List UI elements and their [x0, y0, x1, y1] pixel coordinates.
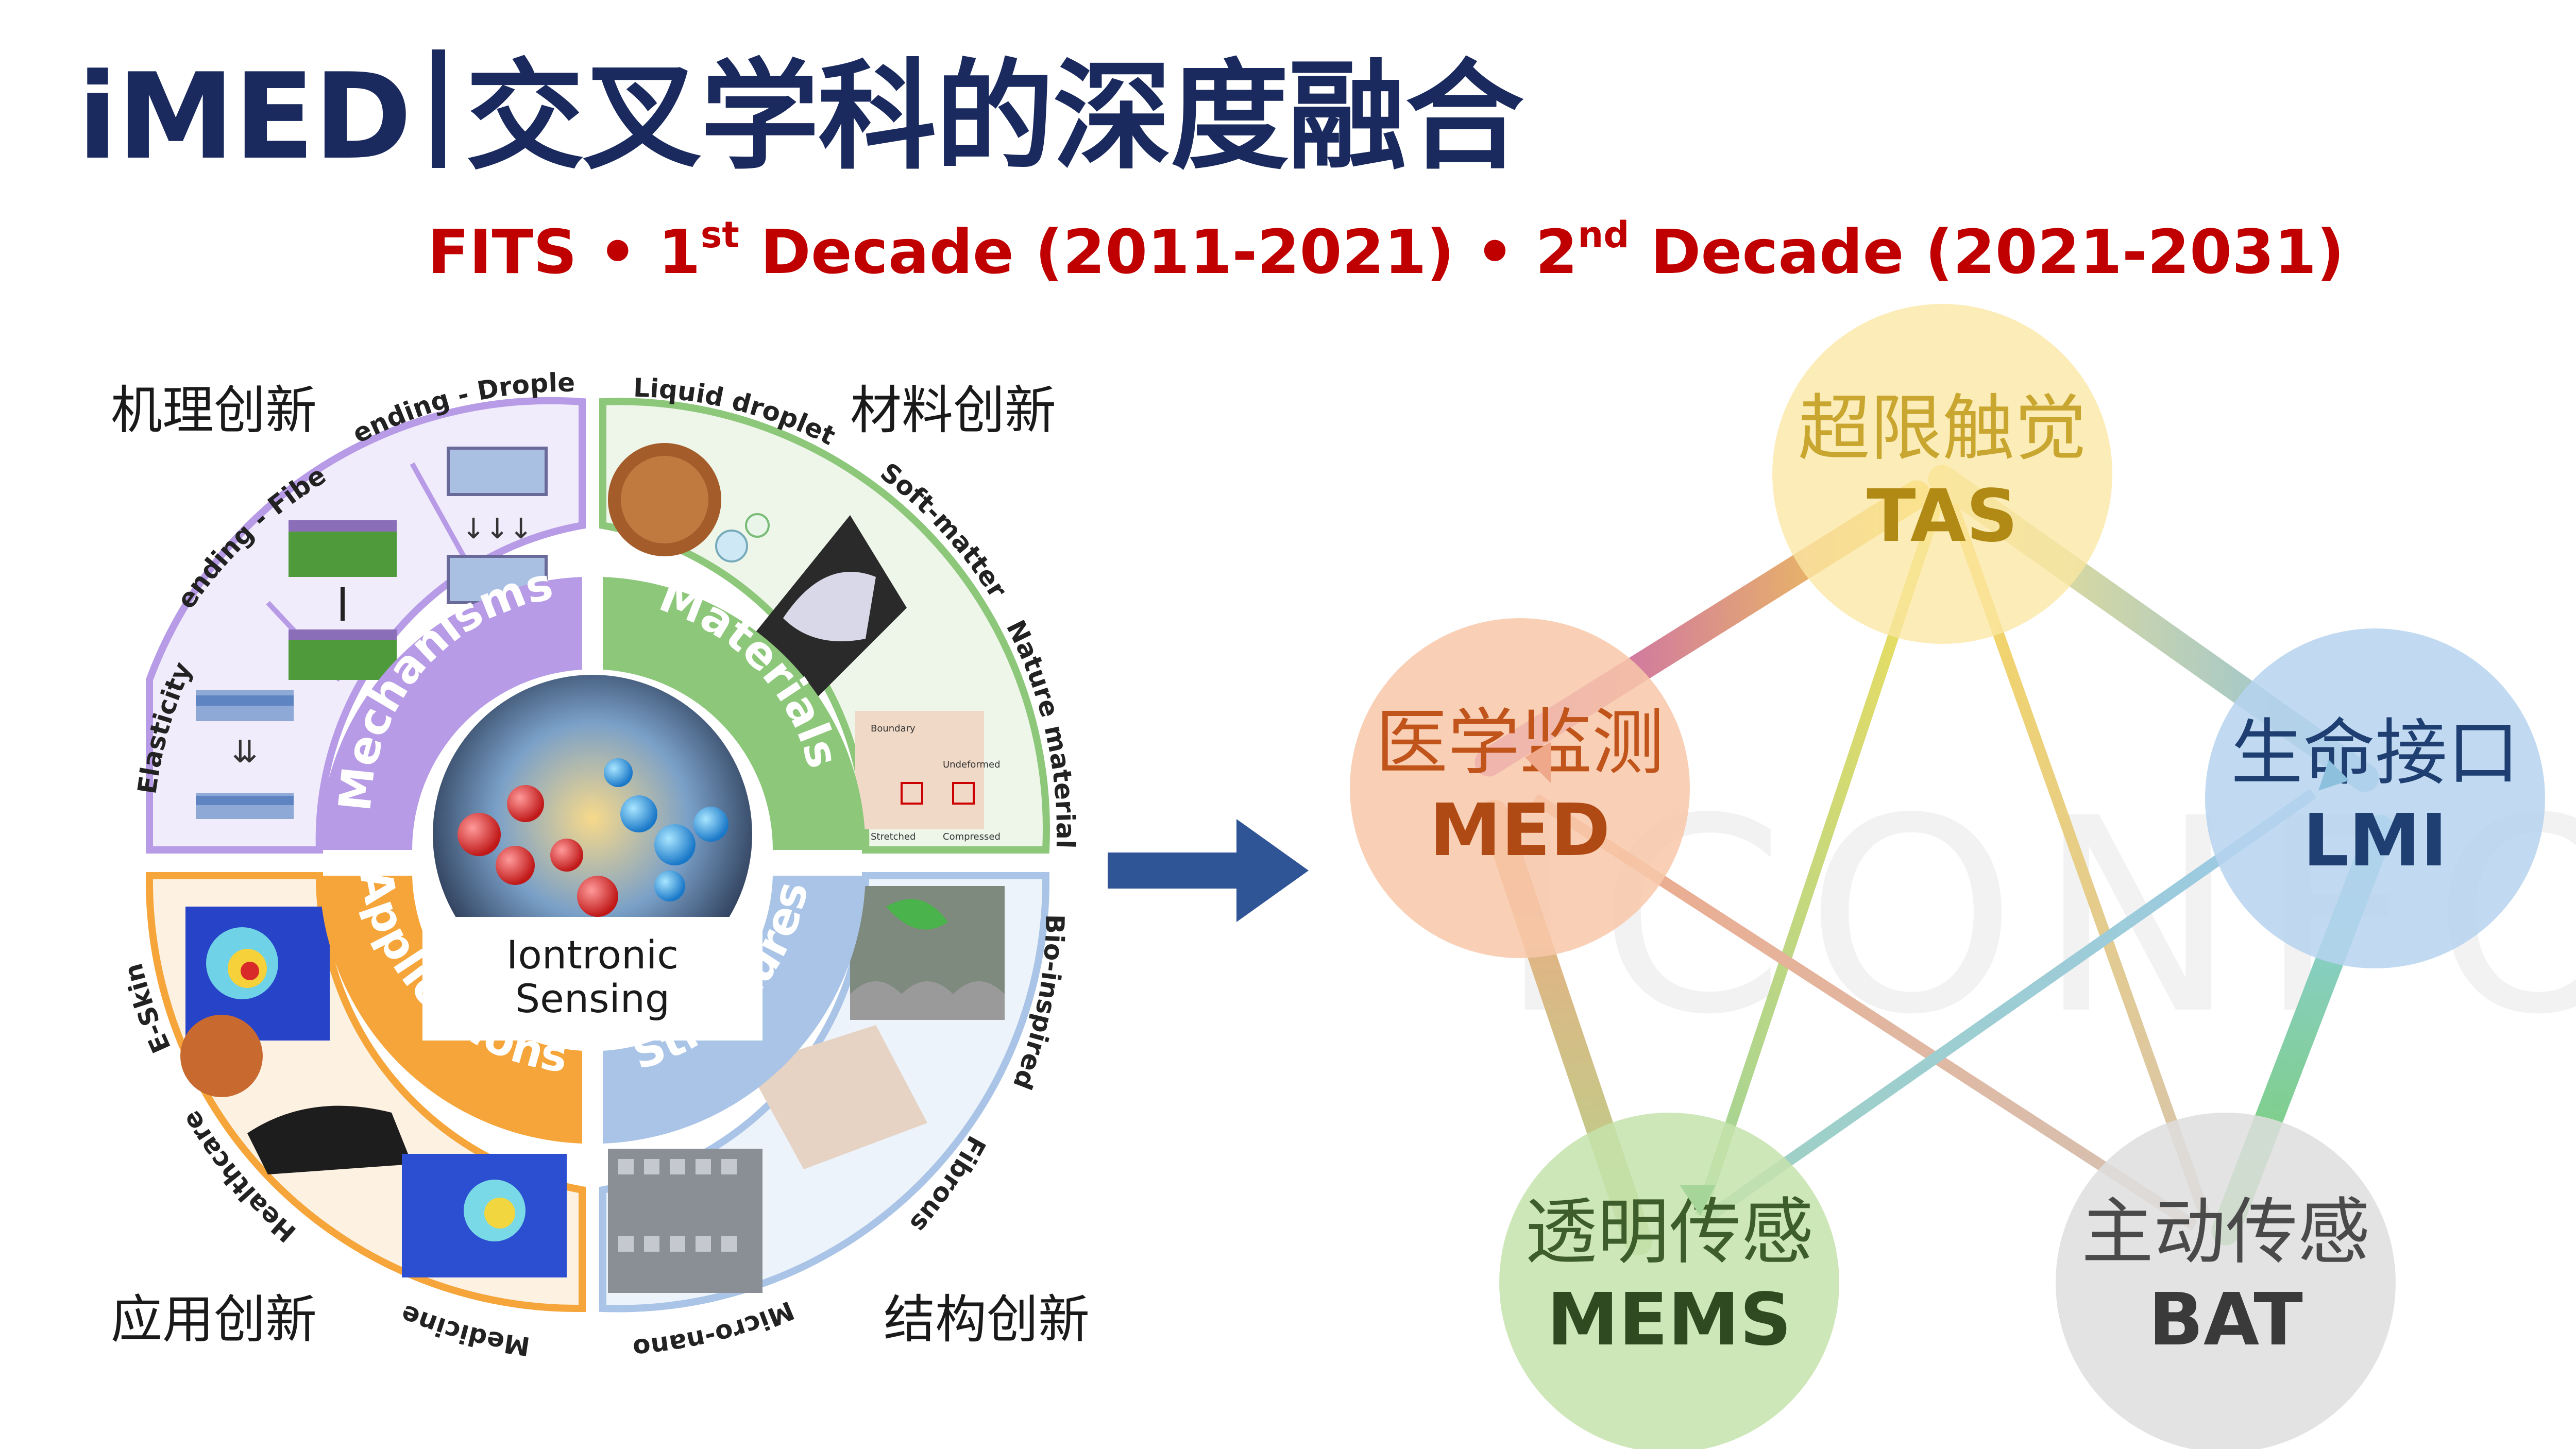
outer-panel-applications [145, 872, 586, 1312]
outer-panel-structures [599, 872, 1050, 1312]
center-text-line2: Sensing [515, 976, 670, 1021]
node-tas-en: TAS [1867, 474, 2018, 558]
node-bat-en: BAT [2148, 1278, 2303, 1362]
annotation-undeformed: Undeformed [943, 759, 1001, 770]
node-mems: 透明传感 MEMS [1499, 1113, 1839, 1449]
shoe-photo [247, 1105, 412, 1174]
outer-label-bending-droplet: Bending - Droplet [0, 0, 575, 449]
node-med-en: MED [1429, 789, 1610, 873]
label-application-innovation: 应用创新 [111, 1289, 317, 1350]
annotation-compressed: Compressed [943, 831, 1001, 842]
center-text-line1: Iontronic [506, 932, 679, 978]
svg-text:↓↓↓: ↓↓↓ [462, 512, 533, 545]
fibrous-photo [747, 1025, 927, 1169]
label-structure-innovation: 结构创新 [884, 1289, 1090, 1350]
subtitle-sup1: st [700, 214, 739, 256]
subtitle-part3: Decade (2021-2031) [1629, 216, 2345, 287]
node-tas: 超限触觉 TAS [1772, 304, 2112, 644]
iontronic-wheel: ⇊ ↓↓↓ Boundary Undeformed S [0, 0, 1080, 1363]
label-mechanism-innovation: 机理创新 [111, 380, 317, 440]
ring-segment-materials [603, 577, 866, 850]
outer-panel-mechanisms: ⇊ ↓↓↓ [146, 397, 586, 854]
node-mems-cn: 透明传感 [1525, 1190, 1814, 1274]
ring-segment-mechanisms [319, 577, 582, 850]
connection-arrowheads [1525, 742, 2349, 1216]
nature-materials-photo [855, 711, 984, 829]
subtitle-part1: FITS • 1 [428, 216, 701, 287]
elasticity-illustration: ⇊ [196, 690, 294, 819]
subtitle-part2: Decade (2011-2021) • 2 [739, 216, 1578, 287]
title-text: 交叉学科的深度融合 [465, 48, 1524, 186]
node-bat: 主动传感 BAT [2056, 1113, 2396, 1449]
node-mems-en: MEMS [1547, 1278, 1791, 1362]
node-lmi-cn: 生命接口 [2231, 711, 2519, 795]
node-bat-cn: 主动传感 [2081, 1190, 2370, 1274]
basketball-photo [180, 1015, 263, 1097]
right-arrow-icon [1108, 819, 1309, 922]
subtitle-sup2: nd [1578, 214, 1630, 256]
brand-text: iMED [77, 48, 412, 186]
page-title: iMED 交叉学科的深度融合 [77, 21, 1524, 192]
node-lmi-en: LMI [2303, 799, 2448, 883]
annotation-boundary: Boundary [871, 723, 916, 734]
decade-subtitle: FITS • 1st Decade (2011-2021) • 2nd Deca… [428, 216, 2344, 287]
node-tas-cn: 超限触觉 [1798, 387, 2087, 471]
pentagon-diagram: ICONFO 超限触觉 TAS 生命接口 LMI [1350, 304, 2576, 1449]
bending-fiber-illustration [289, 520, 397, 680]
center-iontronic-sensing: Iontronic Sensing [417, 675, 768, 1041]
label-material-innovation: 材料创新 [850, 380, 1056, 440]
node-med: 医学监测 MED [1350, 618, 1690, 958]
node-lmi: 生命接口 LMI [2205, 628, 2545, 968]
title-divider [431, 49, 445, 168]
node-med-cn: 医学监测 [1376, 701, 1664, 785]
svg-text:⇊: ⇊ [232, 734, 258, 770]
annotation-stretched: Stretched [871, 831, 916, 842]
outer-label-medicine: Medicine [397, 1299, 532, 1361]
